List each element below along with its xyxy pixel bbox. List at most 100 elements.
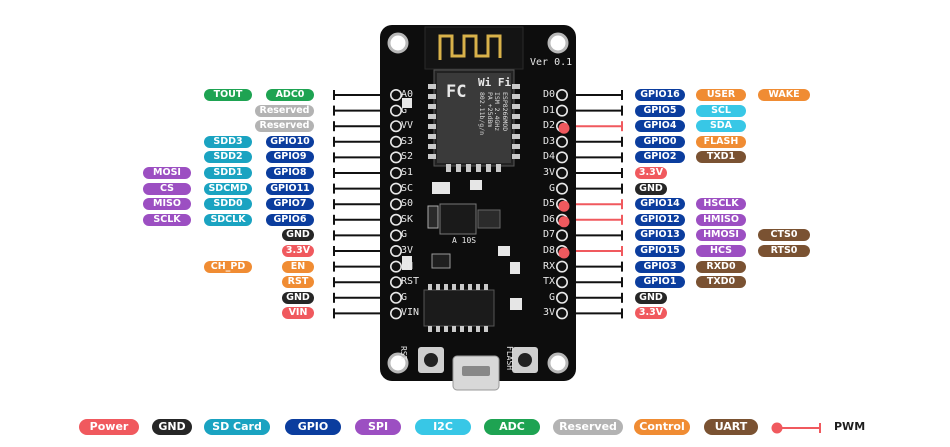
pin-function-flash: FLASH [696, 135, 746, 148]
smd-part [470, 180, 482, 190]
mounting-hole-bottom-left [387, 352, 409, 374]
pin-function-sdcmd: SDCMD [204, 182, 252, 195]
pin-function-gpio3: GPIO3 [635, 260, 685, 273]
pin-function-scl: SCL [696, 104, 746, 117]
pin-function-3-3v: 3.3V [635, 307, 667, 320]
micro-usb-opening [462, 366, 490, 376]
usb-uart-chip-pins [428, 284, 488, 332]
board-pin-label-left-a0: A0 [401, 89, 414, 100]
chip-pin-top [468, 284, 472, 290]
header-hole-left-s0 [389, 198, 402, 211]
board-pin-label-right-d6: D6 [542, 213, 555, 225]
smd-part [431, 253, 451, 269]
pin-function-3-3v: 3.3V [282, 245, 314, 257]
chip-pin-top [476, 284, 480, 290]
board-pin-label-right-g: G [548, 291, 555, 303]
board-pin-label-left-s0: S0 [401, 198, 414, 210]
castellation-right [512, 104, 520, 109]
chip-pin-top [436, 284, 440, 290]
header-hole-left-sk [389, 213, 402, 226]
pin-function-reserved: Reserved [255, 120, 314, 133]
capacitor [427, 205, 439, 229]
header-hole-left-rst [389, 276, 402, 289]
pin-function-hmiso: HMISO [696, 213, 746, 226]
castellation-bottom [486, 164, 491, 172]
chip-pin-bottom [428, 326, 432, 332]
castellation-left [428, 114, 436, 119]
castellation-bottom [476, 164, 481, 172]
header-hole-right-3v [555, 307, 568, 320]
legend-item-i2c: I2C [415, 419, 471, 435]
version-label: Ver 0.1 [530, 57, 573, 68]
pin-function-reserved: Reserved [255, 104, 314, 117]
chip-pin-bottom [484, 326, 488, 332]
header-hole-left-g [389, 229, 402, 242]
castellation-right [512, 124, 520, 129]
pin-function-gpio2: GPIO2 [635, 151, 685, 164]
legend-item-power: Power [79, 419, 139, 435]
header-hole-left-3v [389, 245, 402, 258]
pin-function-gpio8: GPIO8 [266, 167, 314, 179]
pin-function-gpio15: GPIO15 [635, 245, 685, 257]
esp-module-can [437, 73, 511, 163]
chip-text-line: ISM 2.4GHz [493, 92, 502, 132]
regulator-label: A 10S [452, 236, 477, 245]
pin-function-gpio1: GPIO1 [635, 276, 685, 289]
castellation-left [428, 84, 436, 89]
pin-function-adc0: ADC0 [266, 89, 314, 101]
pin-function-sda: SDA [696, 120, 746, 133]
board-pin-label-right-d8: D8 [542, 245, 555, 256]
pin-function-gpio13: GPIO13 [635, 229, 685, 242]
chip-text-line: 802.11b/g/n [478, 92, 487, 136]
board-pin-label-right-d7: D7 [542, 229, 555, 241]
pin-function-gnd: GND [635, 182, 667, 195]
header-hole-right-d7 [555, 229, 568, 242]
board-pin-label-left-g: G [401, 291, 408, 303]
header-hole-left-g [389, 291, 402, 304]
pin-function-sdclk: SDCLK [204, 213, 252, 226]
chip-text-line: PA +25dBm [486, 92, 494, 128]
pin-function-sclk: SCLK [143, 213, 191, 226]
header-hole-left-s1 [389, 167, 402, 180]
header-hole-left-g [389, 104, 402, 117]
pwm-marker-d5 [558, 200, 570, 212]
legend-item-control: Control [634, 419, 690, 435]
castellation-right [512, 154, 520, 159]
rst-button-cap [424, 353, 438, 367]
castellation-right [512, 134, 520, 139]
legend-item-spi: SPI [355, 419, 401, 435]
castellation-bottom [496, 164, 501, 172]
smd-part [510, 262, 520, 274]
castellation-left [428, 94, 436, 99]
board-pin-label-left-g: G [401, 229, 408, 241]
pin-function-en: EN [282, 260, 314, 273]
pwm-marker-d2 [558, 122, 570, 134]
chip-pin-top [444, 284, 448, 290]
board-pin-label-right-d0: D0 [542, 89, 555, 100]
castellation-left [428, 144, 436, 149]
legend-item-gnd: GND [152, 419, 192, 435]
regulator-tab [477, 209, 501, 229]
board-pin-label-left-sc: SC [401, 182, 414, 194]
pin-function-rst: RST [282, 276, 314, 289]
chip-pin-bottom [444, 326, 448, 332]
board-pin-label-left-rst: RST [401, 276, 420, 288]
mounting-hole-bottom-right [547, 352, 569, 374]
header-hole-right-tx [555, 276, 568, 289]
smd-part [402, 98, 412, 108]
pin-function-miso: MISO [143, 198, 191, 211]
header-hole-left-vv [389, 120, 402, 133]
chip-pin-bottom [468, 326, 472, 332]
chip-pin-bottom [436, 326, 440, 332]
header-hole-left-a0 [389, 89, 402, 102]
pin-function-mosi: MOSI [143, 167, 191, 179]
castellation-left [428, 154, 436, 159]
pin-function-gpio7: GPIO7 [266, 198, 314, 211]
pin-function-vin: VIN [282, 307, 314, 320]
castellation-left [428, 124, 436, 129]
board-pin-label-right-rx: RX [542, 260, 555, 272]
usb-uart-chip [423, 289, 495, 327]
pin-function-3-3v: 3.3V [635, 167, 667, 179]
pin-function-gpio0: GPIO0 [635, 135, 685, 148]
